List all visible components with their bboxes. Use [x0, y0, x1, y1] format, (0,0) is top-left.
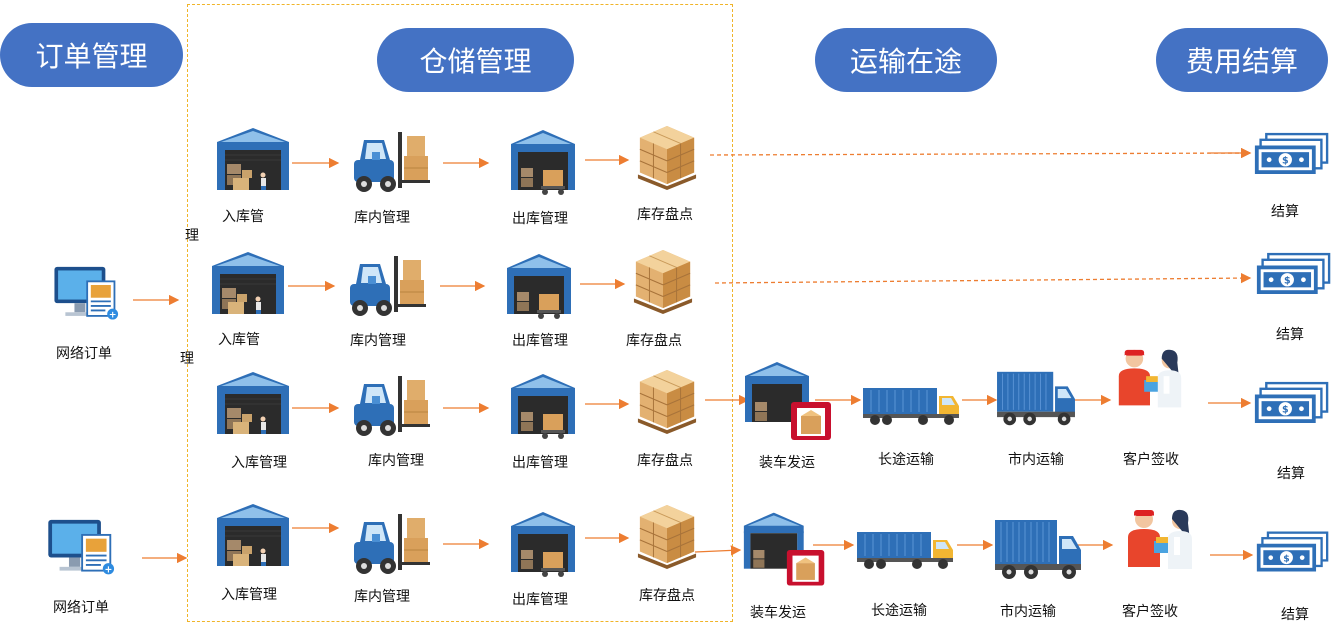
- row3-load-label: 装车发运: [759, 455, 815, 471]
- computer-order-icon: [52, 265, 126, 325]
- warehouse-icon: [215, 500, 291, 572]
- customer-signoff-icon: [1111, 346, 1189, 418]
- row2-outbound-label: 出库管理: [512, 333, 568, 349]
- forklift-icon: [350, 512, 434, 576]
- warehouse-icon: [215, 124, 291, 196]
- outbound-warehouse-icon: [509, 130, 577, 198]
- money-stack-icon: [1253, 381, 1329, 427]
- row2-inbound-label: 入库管: [218, 332, 260, 348]
- row1-inbound-label: 入库管: [222, 209, 264, 225]
- row4-inventory-label: 库存盘点: [639, 588, 695, 604]
- row2-inventory-label: 库存盘点: [626, 333, 682, 349]
- row3-instock-label: 库内管理: [368, 453, 424, 469]
- stray-char-1: 理: [185, 228, 199, 244]
- loading-truck-icon: [743, 362, 835, 442]
- row3-city-label: 市内运输: [1008, 452, 1064, 468]
- pallet-boxes-icon: [636, 500, 698, 572]
- row1-instock-label: 库内管理: [354, 210, 410, 226]
- order-label-2: 网络订单: [53, 600, 109, 616]
- row3-longhaul-label: 长途运输: [878, 452, 934, 468]
- computer-order-icon: [45, 518, 123, 580]
- header-settlement: 费用结算: [1156, 28, 1328, 92]
- warehouse-icon: [210, 248, 286, 320]
- row1-settle-label: 结算: [1271, 204, 1299, 220]
- row4-settle-label: 结算: [1281, 607, 1309, 623]
- long-truck-icon: [855, 528, 955, 572]
- forklift-icon: [346, 254, 430, 318]
- row4-city-label: 市内运输: [1000, 604, 1056, 620]
- header-order-management: 订单管理: [0, 23, 183, 87]
- pallet-boxes-icon: [636, 366, 698, 436]
- outbound-warehouse-icon: [505, 254, 573, 322]
- warehouse-section-box: [187, 4, 733, 622]
- long-truck-icon: [861, 384, 961, 428]
- row2-settle-label: 结算: [1276, 327, 1304, 343]
- row3-inbound-label: 入库管理: [231, 455, 287, 471]
- warehouse-icon: [215, 368, 291, 440]
- pallet-boxes-icon: [636, 122, 698, 192]
- row3-signoff-label: 客户签收: [1123, 452, 1179, 468]
- order-label-1: 网络订单: [56, 346, 112, 362]
- outbound-warehouse-icon: [509, 374, 577, 442]
- forklift-icon: [350, 374, 434, 438]
- money-stack-icon: [1255, 530, 1329, 576]
- pallet-boxes-icon: [632, 246, 694, 316]
- stray-char-2: 理: [180, 351, 194, 367]
- row3-inventory-label: 库存盘点: [637, 453, 693, 469]
- row1-inventory-label: 库存盘点: [637, 207, 693, 223]
- city-truck-icon: [993, 518, 1083, 582]
- row4-load-label: 装车发运: [750, 605, 806, 621]
- row4-instock-label: 库内管理: [354, 589, 410, 605]
- city-truck-icon: [995, 370, 1077, 428]
- row2-instock-label: 库内管理: [350, 333, 406, 349]
- row4-signoff-label: 客户签收: [1122, 604, 1178, 620]
- row4-inbound-label: 入库管理: [221, 587, 277, 603]
- row1-outbound-label: 出库管理: [512, 211, 568, 227]
- row4-outbound-label: 出库管理: [512, 592, 568, 608]
- forklift-icon: [350, 130, 434, 194]
- row3-settle-label: 结算: [1277, 466, 1305, 482]
- header-warehouse-management: 仓储管理: [377, 28, 574, 92]
- money-stack-icon: [1253, 132, 1329, 178]
- header-transport: 运输在途: [815, 28, 997, 92]
- row4-longhaul-label: 长途运输: [871, 603, 927, 619]
- loading-truck-icon: [742, 512, 828, 588]
- money-stack-icon: [1255, 252, 1331, 298]
- customer-signoff-icon: [1120, 505, 1200, 581]
- outbound-warehouse-icon: [509, 512, 577, 580]
- row3-outbound-label: 出库管理: [512, 455, 568, 471]
